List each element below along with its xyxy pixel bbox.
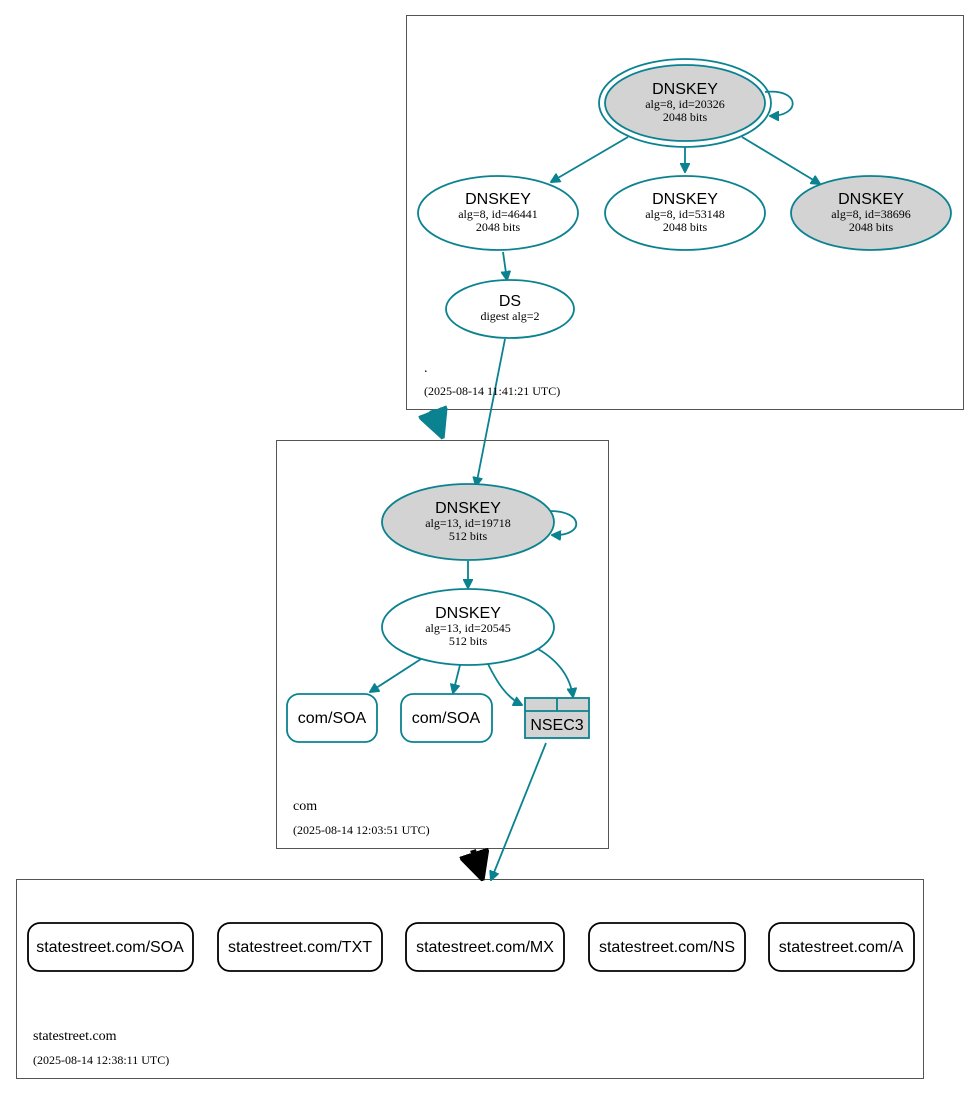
- node-title: DNSKEY: [838, 191, 904, 208]
- com-zone-name: com: [293, 799, 317, 814]
- node-detail: 2048 bits: [849, 220, 894, 234]
- root-ksk-to-dnskey-38696-edge: [741, 136, 820, 184]
- record-label: statestreet.com/SOA: [36, 939, 184, 956]
- delegation-root-to-com-edge: [432, 410, 442, 436]
- root-dnskey-53148-node[interactable]: DNSKEY alg=8, id=53148 2048 bits: [604, 175, 766, 251]
- node-detail: 2048 bits: [663, 110, 708, 124]
- node-title: DNSKEY: [435, 605, 501, 622]
- nsec3-label: NSEC3: [530, 717, 583, 734]
- com-zsk-to-soa-1-edge: [370, 658, 422, 692]
- node-detail: alg=13, id=19718: [425, 516, 511, 530]
- dnskey-46441-to-ds-edge: [503, 251, 507, 280]
- node-title: DNSKEY: [435, 500, 501, 517]
- node-detail: 512 bits: [449, 529, 488, 543]
- statestreet-a-record[interactable]: statestreet.com/A: [768, 922, 915, 972]
- com-zsk-to-soa-2-edge: [453, 664, 461, 693]
- root-ksk-self-signature-edge: [764, 90, 794, 116]
- node-detail: 2048 bits: [476, 220, 521, 234]
- statestreet-zone-box: [16, 879, 924, 1079]
- com-ksk-self-signature-edge: [547, 510, 578, 535]
- root-zone-timestamp: (2025-08-14 11:41:21 UTC): [424, 384, 560, 398]
- record-label: com/SOA: [298, 710, 367, 727]
- statestreet-zone-name: statestreet.com: [33, 1029, 117, 1044]
- statestreet-mx-record[interactable]: statestreet.com/MX: [405, 922, 565, 972]
- node-detail: alg=8, id=46441: [458, 207, 538, 221]
- statestreet-zone-timestamp: (2025-08-14 12:38:11 UTC): [33, 1053, 169, 1067]
- record-label: statestreet.com/TXT: [228, 939, 372, 956]
- delegation-com-to-statestreet-edge: [473, 850, 482, 878]
- com-soa-record-1[interactable]: com/SOA: [286, 693, 378, 743]
- node-title: DS: [499, 293, 521, 310]
- root-dnskey-20326-node[interactable]: DNSKEY alg=8, id=20326 2048 bits: [598, 58, 772, 148]
- nsec3-to-statestreet-edge: [491, 742, 547, 880]
- node-detail: alg=8, id=53148: [645, 207, 725, 221]
- node-title: DNSKEY: [652, 81, 718, 98]
- node-title: DNSKEY: [652, 191, 718, 208]
- node-detail: 512 bits: [449, 634, 488, 648]
- com-nsec3-node[interactable]: NSEC3: [524, 697, 590, 739]
- record-label: com/SOA: [412, 710, 481, 727]
- statestreet-ns-record[interactable]: statestreet.com/NS: [588, 922, 746, 972]
- statestreet-txt-record[interactable]: statestreet.com/TXT: [217, 922, 383, 972]
- root-dnskey-38696-node[interactable]: DNSKEY alg=8, id=38696 2048 bits: [790, 175, 952, 251]
- root-ds-node[interactable]: DS digest alg=2: [445, 279, 575, 339]
- com-dnskey-20545-node[interactable]: DNSKEY alg=13, id=20545 512 bits: [381, 588, 555, 666]
- node-title: DNSKEY: [465, 191, 531, 208]
- node-detail: 2048 bits: [663, 220, 708, 234]
- ds-to-com-ksk-edge: [476, 338, 506, 486]
- root-zone-name: .: [424, 361, 428, 376]
- com-zone-timestamp: (2025-08-14 12:03:51 UTC): [293, 823, 430, 837]
- statestreet-soa-record[interactable]: statestreet.com/SOA: [27, 922, 194, 972]
- record-label: statestreet.com/MX: [416, 939, 554, 956]
- node-detail: alg=8, id=38696: [831, 207, 911, 221]
- com-soa-record-2[interactable]: com/SOA: [400, 693, 493, 743]
- com-zsk-to-nsec3-edge-2: [537, 648, 573, 697]
- root-zone-box: [406, 15, 964, 410]
- node-detail: alg=8, id=20326: [645, 97, 725, 111]
- root-ksk-to-dnskey-46441-edge: [551, 136, 629, 182]
- node-detail: alg=13, id=20545: [425, 621, 511, 635]
- root-dnskey-46441-node[interactable]: DNSKEY alg=8, id=46441 2048 bits: [417, 175, 579, 251]
- node-detail: digest alg=2: [480, 309, 539, 323]
- record-label: statestreet.com/NS: [599, 939, 735, 956]
- com-zsk-to-nsec3-edge-1: [487, 663, 522, 705]
- record-label: statestreet.com/A: [779, 939, 904, 956]
- com-dnskey-19718-node[interactable]: DNSKEY alg=13, id=19718 512 bits: [381, 483, 555, 561]
